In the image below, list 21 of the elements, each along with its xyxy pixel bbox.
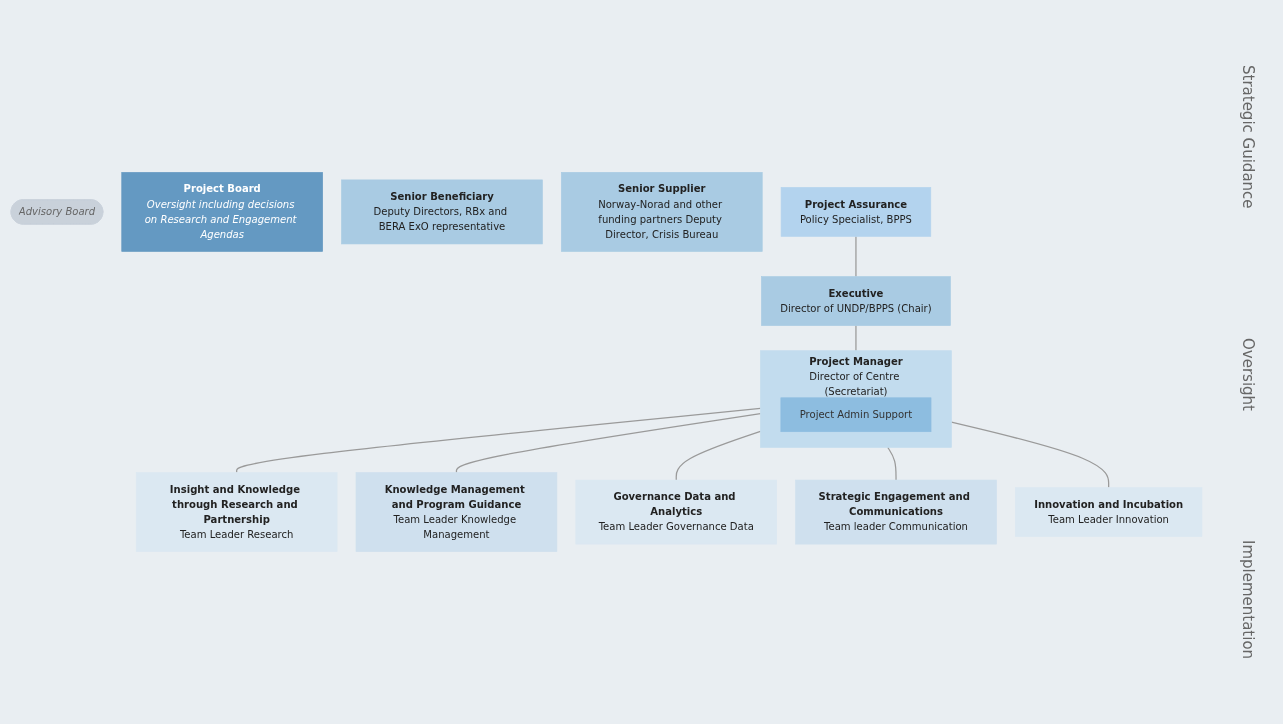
node-box: Senior Beneficiary Deputy Directors, RBx and BERA ExO representative — [341, 179, 543, 245]
node-box: Project Admin Support — [780, 397, 932, 432]
connector — [455, 413, 762, 474]
node-box: Insight and Knowledge through Research and Partnership Team Leader Research — [135, 472, 338, 552]
node-box: Project Assurance Policy Specialist, BPPS — [780, 187, 932, 237]
connector — [855, 235, 857, 278]
connector — [236, 407, 762, 474]
node-box: Project Board Oversight including decisions on Research and Engagement Agendas — [121, 172, 323, 252]
node-box: Innovation and Incubation Team Leader Innovation — [1015, 487, 1203, 537]
connector — [950, 421, 1110, 489]
band-label: Implementation — [1239, 540, 1257, 660]
band-label: Oversight — [1239, 337, 1257, 411]
connector — [675, 430, 762, 481]
connector — [855, 324, 857, 352]
node-box: Strategic Engagement and Communications Team leader Communication — [795, 479, 997, 545]
connector — [887, 446, 897, 481]
node-box: Governance Data and Analytics Team Leader Governance Data — [575, 479, 778, 545]
node-box: Senior Supplier Norway-Norad and other funding partners Deputy Director, Crisis Bureau — [561, 172, 763, 252]
band-label: Strategic Guidance — [1239, 64, 1257, 209]
node-box: Executive Director of UNDP/BPPS (Chair) — [761, 276, 951, 326]
node-box: Knowledge Management and Program Guidance Team Leader Knowledge Management — [355, 472, 558, 552]
